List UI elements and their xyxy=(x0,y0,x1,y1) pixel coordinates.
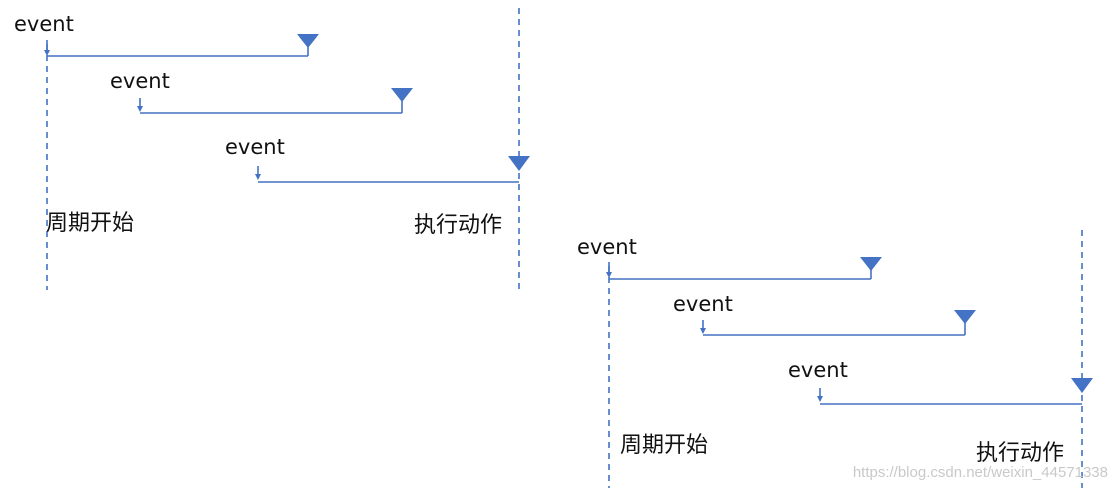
down-triangle-icon xyxy=(391,88,413,102)
cycle-group-1: event event event xyxy=(14,8,530,290)
event-label: event xyxy=(673,292,733,316)
event-label: event xyxy=(14,12,74,36)
event-row: event xyxy=(110,69,413,114)
cycle-start-label: 周期开始 xyxy=(620,433,708,458)
event-label: event xyxy=(110,69,170,93)
event-row: event xyxy=(225,135,530,183)
event-label: event xyxy=(788,358,848,382)
small-down-arrow-icon xyxy=(44,40,50,56)
event-row: event xyxy=(14,12,319,57)
small-down-arrow-icon xyxy=(606,262,612,278)
down-triangle-icon xyxy=(508,156,530,171)
action-label: 执行动作 xyxy=(976,441,1064,466)
watermark-text: https://blog.csdn.net/weixin_44571338 xyxy=(853,464,1108,481)
down-triangle-icon xyxy=(860,257,882,271)
small-down-arrow-icon xyxy=(817,388,823,402)
event-label: event xyxy=(577,235,637,259)
cycle-start-label: 周期开始 xyxy=(46,211,134,236)
small-down-arrow-icon xyxy=(137,98,143,112)
small-down-arrow-icon xyxy=(700,320,706,334)
down-triangle-icon xyxy=(1071,378,1093,393)
event-row: event xyxy=(788,358,1093,405)
action-label: 执行动作 xyxy=(414,213,502,238)
cycle-group-2: event event event xyxy=(577,230,1093,488)
event-label: event xyxy=(225,135,285,159)
event-row: event xyxy=(673,292,976,336)
event-row: event xyxy=(577,235,882,280)
down-triangle-icon xyxy=(954,310,976,324)
small-down-arrow-icon xyxy=(255,166,261,180)
down-triangle-icon xyxy=(297,34,319,48)
